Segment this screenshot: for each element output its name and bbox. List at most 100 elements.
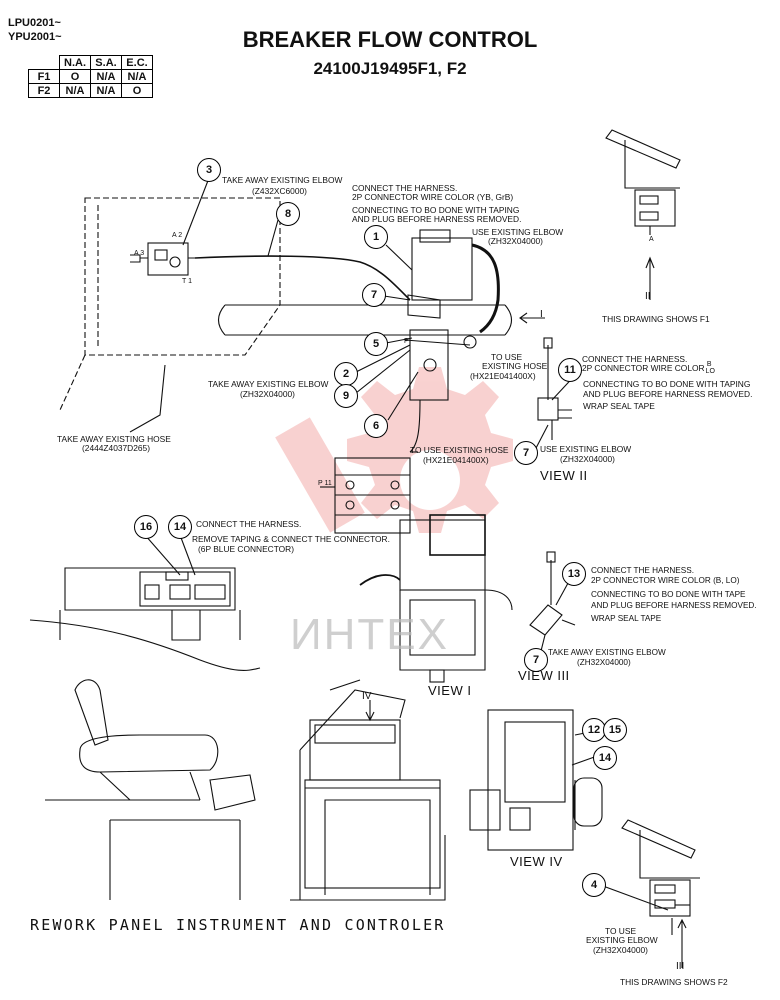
view-1-caption: VIEW I: [428, 683, 472, 698]
callout-9: 8: [276, 202, 300, 226]
port-a: A: [649, 236, 654, 243]
note-view2-harness: CONNECT THE HARNESS.: [582, 354, 688, 364]
callout-16: 14: [593, 746, 617, 770]
callout-6: 6: [364, 414, 388, 438]
view-arrow-ii-label: II: [645, 291, 651, 302]
note-f1-shows: THIS DRAWING SHOWS F1: [602, 314, 710, 324]
col-header: E.C.: [121, 55, 153, 70]
note-view3-elbow-code: (ZH32X04000): [577, 658, 631, 667]
arrow-view-1: [519, 312, 545, 324]
leader-5: [385, 337, 413, 344]
note-view2-harness-b: 2P CONNECTOR WIRE COLOR BLO: [582, 361, 721, 375]
note-taping-1: CONNECTING TO BO DONE WITH TAPING: [352, 205, 520, 215]
instrument-panel: [29, 534, 261, 671]
note-view2-elbow: USE EXISTING ELBOW: [540, 444, 632, 454]
callout-5: 5: [364, 332, 388, 356]
callout-10: 9: [334, 384, 358, 408]
note-panel-taping: REMOVE TAPING & CONNECT THE CONNECTOR.: [192, 534, 390, 544]
pump-view-1: [359, 514, 513, 683]
note-view3-tape-b: AND PLUG BEFORE HARNESS REMOVED.: [591, 601, 757, 610]
port-a3: A 3: [134, 250, 145, 257]
note-harness-1b: 2P CONNECTOR WIRE COLOR (YB, GrB): [352, 192, 514, 202]
frame-bar: [217, 304, 513, 336]
callout-13: 16: [134, 515, 158, 539]
leader-10: [355, 349, 411, 394]
detail-f2: [602, 819, 700, 968]
row-label: F1: [28, 69, 60, 84]
note-f2-use: TO USE: [605, 926, 637, 936]
note-view2-taping: CONNECTING TO BO DONE WITH TAPING: [583, 379, 751, 389]
note-panel-taping-b: (6P BLUE CONNECTOR): [198, 544, 295, 554]
callout-11-view2: 11: [558, 358, 582, 382]
table-cell: O: [121, 83, 153, 98]
note-view2-wire-sup: B: [706, 361, 712, 368]
note-harness-1: CONNECT THE HARNESS.: [352, 183, 458, 193]
view-arrow-iii-label: III: [676, 961, 685, 972]
note-view2-taping-b: AND PLUG BEFORE HARNESS REMOVED.: [583, 389, 753, 399]
note-take-elbow-3-code: (Z432XC6000): [252, 186, 307, 196]
note-f2-use-b: EXISTING ELBOW: [586, 935, 658, 945]
note-use-hose-2-code: (HX21E041400X): [423, 455, 489, 465]
availability-table: N.A. S.A. E.C. F1 O N/A N/A F2 N/A N/A O: [28, 55, 153, 98]
view-arrow-i-label: I: [540, 309, 543, 320]
note-panel-harness: CONNECT THE HARNESS.: [196, 519, 302, 529]
note-take-elbow-2-code: (ZH32X04000): [240, 389, 295, 399]
note-view3-elbow: TAKE AWAY EXISTING ELBOW: [548, 648, 666, 657]
view-arrow-iv-label: IV: [362, 691, 372, 702]
rework-caption: REWORK PANEL INSTRUMENT AND CONTROLER: [30, 916, 446, 934]
note-f2-use-code: (ZH32X04000): [593, 945, 648, 955]
callout-3: 3: [197, 158, 221, 182]
operator-seat: [45, 679, 256, 900]
leader-2: [355, 344, 411, 373]
callout-8: 7: [362, 283, 386, 307]
fitting-view-2: [537, 337, 572, 440]
hose-lower: [409, 399, 421, 453]
main-frame: [59, 197, 281, 411]
pump-assembly-top: [404, 229, 500, 401]
note-use-elbow-1: USE EXISTING ELBOW: [472, 227, 564, 237]
note-view2-seal: WRAP SEAL TAPE: [583, 401, 655, 411]
watermark-text: ИНТЕХ: [290, 610, 449, 659]
port-a2: A 2: [172, 232, 183, 239]
note-take-hose-code: (2444Z4037D265): [82, 443, 150, 453]
table-cell: N/A: [90, 83, 122, 98]
valve-bank: [320, 457, 411, 534]
note-f2-shows: THIS DRAWING SHOWS F2: [620, 977, 728, 987]
view-3-caption: VIEW III: [518, 668, 570, 683]
note-take-elbow-2: TAKE AWAY EXISTING ELBOW: [208, 379, 329, 389]
port-p: P: [404, 338, 409, 345]
callout-7-view2: 7: [514, 441, 538, 465]
leader-1: [385, 244, 413, 271]
cab-console: [290, 679, 446, 901]
leader-take-hose: [129, 364, 166, 433]
note-view3-tape: CONNECTING TO BO DONE WITH TAPE: [591, 590, 746, 599]
view-4-caption: VIEW IV: [510, 854, 563, 869]
part-number: 24100J19495F1, F2: [313, 59, 467, 78]
table-cell: N/A: [121, 69, 153, 84]
view-2-caption: VIEW II: [540, 468, 588, 483]
detail-f1: [605, 129, 681, 300]
leader-3: [182, 177, 210, 246]
callout-7-view3: 7: [524, 648, 548, 672]
note-take-hose: TAKE AWAY EXISTING HOSE: [57, 434, 171, 444]
note-view3-harness-b: 2P CONNECTOR WIRE COLOR (B, LO): [591, 576, 740, 585]
watermark-gear-icon: [275, 367, 513, 533]
serial-range-2: YPU2001~: [8, 31, 62, 43]
leader-6: [387, 371, 419, 421]
note-view2-harness-b-text: 2P CONNECTOR WIRE COLOR: [582, 363, 705, 373]
table-cell: N/A: [59, 83, 91, 98]
callout-1: 1: [364, 225, 388, 249]
row-label: F2: [28, 83, 60, 98]
callout-11-view3: 13: [562, 562, 586, 586]
serial-range-1: LPU0201~: [8, 17, 61, 29]
page-title: BREAKER FLOW CONTROL: [242, 27, 538, 52]
note-taping-1b: AND PLUG BEFORE HARNESS REMOVED.: [352, 214, 522, 224]
leader-9: [267, 219, 279, 257]
port-t1: T 1: [182, 278, 192, 285]
hose-9: [194, 255, 411, 301]
port-p11: P 11: [318, 480, 332, 487]
note-use-hose-1: TO USE: [491, 352, 523, 362]
table-row: F1 O N/A N/A: [28, 69, 153, 84]
leader-7a: [534, 424, 549, 451]
